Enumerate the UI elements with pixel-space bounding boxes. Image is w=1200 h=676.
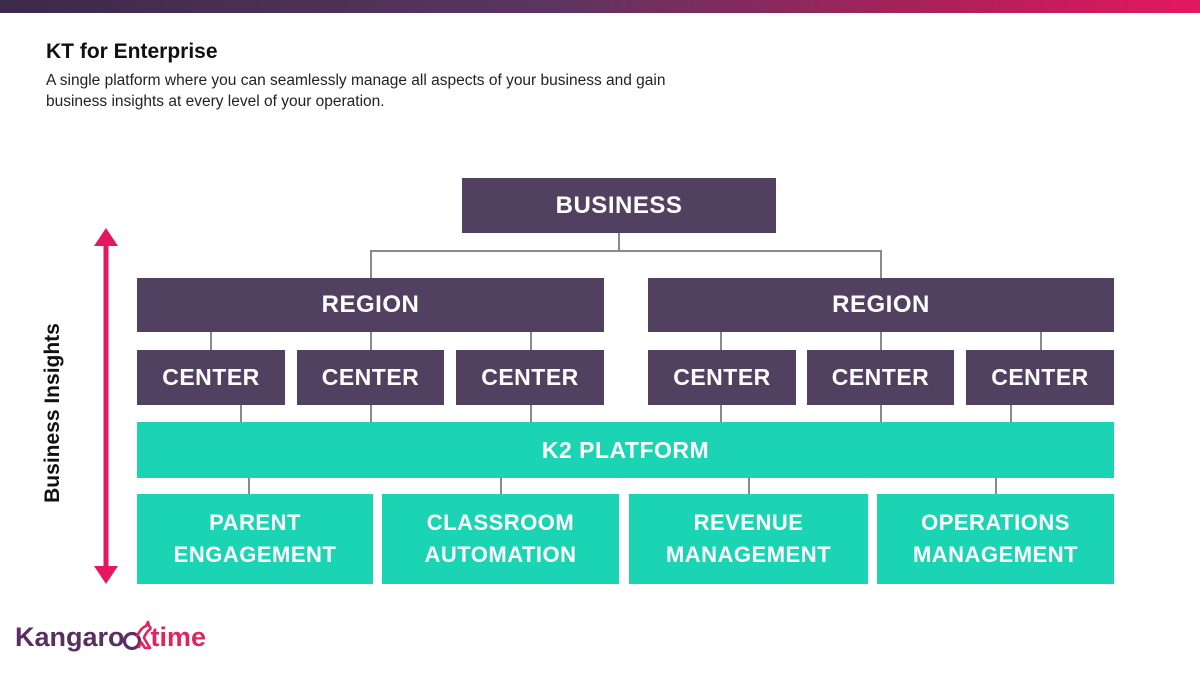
- region-box: REGION: [137, 278, 604, 332]
- module-label-line2: AUTOMATION: [424, 542, 577, 567]
- k2-platform-box: K2 PLATFORM: [137, 422, 1114, 478]
- connector-line: [210, 332, 212, 350]
- connector-line: [720, 405, 722, 422]
- connector-line: [1040, 332, 1042, 350]
- page-subtitle: A single platform where you can seamless…: [46, 72, 666, 110]
- center-box: CENTER: [297, 350, 444, 405]
- module-label-line1: PARENT: [209, 510, 301, 535]
- connector-line: [240, 405, 242, 422]
- connector-line: [618, 233, 620, 251]
- connector-line: [500, 478, 502, 494]
- connector-line: [720, 332, 722, 350]
- module-label-line1: OPERATIONS: [921, 510, 1070, 535]
- module-label-line2: MANAGEMENT: [912, 542, 1079, 567]
- center-box: CENTER: [456, 350, 604, 405]
- top-gradient-bar: [0, 0, 1200, 13]
- module-label-line1: REVENUE: [693, 510, 804, 535]
- business-insights-label: Business Insights: [41, 323, 64, 503]
- center-box: CENTER: [648, 350, 796, 405]
- module-box-operations-management: OPERATIONS MANAGEMENT: [877, 494, 1114, 584]
- logo-text-kangaroo: Kangaro: [15, 621, 125, 652]
- page-title: KT for Enterprise: [46, 40, 218, 63]
- connector-line: [370, 332, 372, 350]
- module-label-line2: ENGAGEMENT: [173, 542, 337, 567]
- kangaroo-icon: [122, 620, 152, 651]
- region-box: REGION: [648, 278, 1114, 332]
- module-box-classroom-automation: CLASSROOM AUTOMATION: [382, 494, 619, 584]
- connector-line: [880, 332, 882, 350]
- connector-line: [530, 332, 532, 350]
- module-label-line2: MANAGEMENT: [665, 542, 832, 567]
- module-box-parent-engagement: PARENT ENGAGEMENT: [137, 494, 373, 584]
- connector-line: [248, 478, 250, 494]
- module-box-revenue-management: REVENUE MANAGEMENT: [629, 494, 868, 584]
- double-arrow-icon: [94, 228, 118, 584]
- kangarootime-logo: Kangaro time: [15, 620, 206, 654]
- connector-line: [370, 405, 372, 422]
- business-box: BUSINESS: [462, 178, 776, 233]
- connector-line: [880, 405, 882, 422]
- connector-line: [370, 250, 372, 278]
- connector-line: [1010, 405, 1012, 422]
- module-label-line1: CLASSROOM: [426, 510, 575, 535]
- center-box: CENTER: [137, 350, 285, 405]
- center-box: CENTER: [807, 350, 954, 405]
- connector-line: [995, 478, 997, 494]
- connector-line: [370, 250, 882, 252]
- logo-text-time: time: [150, 621, 207, 652]
- connector-line: [880, 250, 882, 278]
- connector-line: [530, 405, 532, 422]
- center-box: CENTER: [966, 350, 1114, 405]
- connector-line: [748, 478, 750, 494]
